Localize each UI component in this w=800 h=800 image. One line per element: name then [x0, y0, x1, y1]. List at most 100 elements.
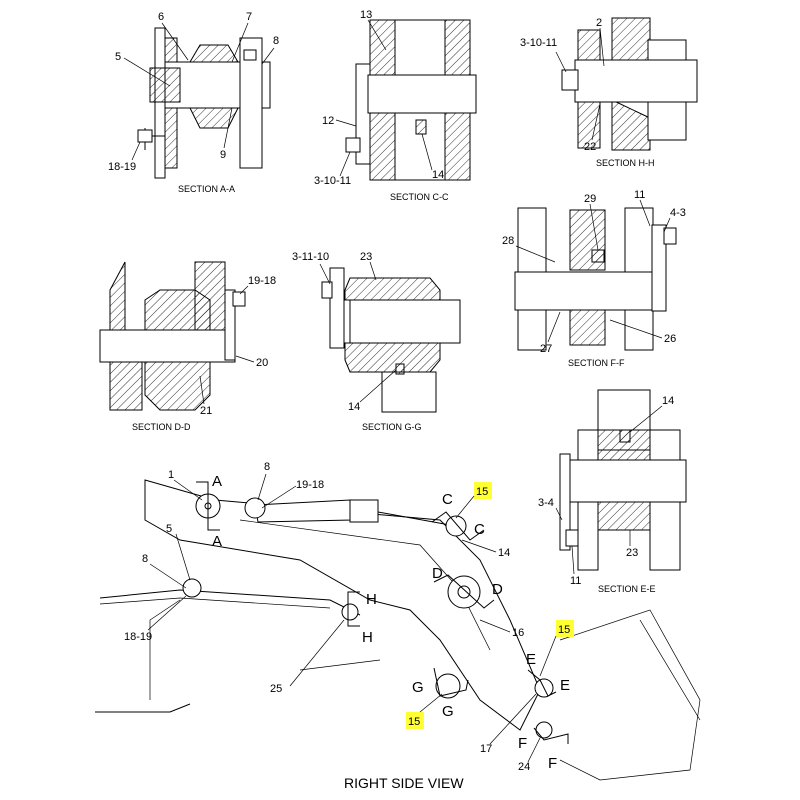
plate	[329, 267, 345, 349]
cylinder-end	[349, 499, 379, 523]
callout: 24	[518, 761, 530, 773]
pin	[99, 329, 236, 363]
callout-highlight: 15	[408, 716, 420, 728]
cut-letter: H	[362, 629, 373, 646]
cut-letter: C	[474, 521, 485, 538]
callout: 3-10-11	[520, 37, 557, 49]
callout: 29	[584, 193, 596, 205]
highlight-badge	[474, 482, 492, 499]
grease-fitting	[395, 363, 405, 375]
bolt	[232, 291, 246, 307]
callout: 18-19	[124, 631, 152, 643]
cut-letter: C	[442, 491, 453, 508]
callout: 7	[246, 11, 252, 23]
callout: 3-11-10	[292, 251, 329, 263]
callout: 9	[220, 149, 226, 161]
pivot-8	[244, 497, 266, 519]
frame-left	[109, 261, 126, 331]
cut-letter: A	[212, 533, 222, 550]
pivot-f	[535, 721, 553, 739]
bucket	[559, 609, 701, 781]
callout: 19-18	[248, 275, 276, 287]
cylinder-rod	[377, 511, 451, 526]
section-c-c: 13 12 3-10-11 14 SECTION C-C	[314, 9, 477, 202]
view-title: RIGHT SIDE VIEW	[344, 775, 464, 791]
callout: 11	[634, 189, 645, 201]
callout: 3-4	[538, 497, 554, 509]
retainer-bolt	[137, 129, 153, 143]
callout: 8	[142, 553, 148, 565]
cut-letter: F	[548, 755, 557, 772]
pivot-d	[447, 575, 481, 609]
cut-letter: F	[518, 735, 527, 752]
callout: 2	[596, 17, 602, 29]
cut-letter: E	[560, 677, 570, 694]
callout: 11	[570, 575, 581, 587]
bolt	[561, 69, 579, 91]
cut-letter: E	[526, 651, 536, 668]
callout: 14	[432, 169, 444, 181]
callout: 6	[158, 11, 164, 23]
frame-right	[194, 261, 226, 333]
bushing-bottom	[189, 107, 239, 129]
pivot-h	[341, 603, 359, 621]
bushing-top	[189, 44, 239, 63]
bushing-bottom	[569, 309, 606, 346]
lift-arm	[99, 589, 361, 616]
pin	[514, 271, 666, 311]
cut-letter: A	[212, 473, 222, 490]
link-bottom	[611, 99, 651, 151]
callout: 21	[200, 405, 212, 417]
pivot-g	[435, 673, 461, 699]
cut-letter: H	[366, 591, 377, 608]
bushing-bottom	[344, 342, 441, 373]
pin	[367, 74, 477, 114]
grease-fitting	[415, 119, 427, 135]
plate	[224, 289, 236, 361]
cut-letter: G	[442, 703, 454, 720]
section-g-g: 3-11-10 23 14 SECTION G-G	[292, 251, 461, 432]
clip	[243, 49, 257, 61]
section-a-a: 6 7 5 8 18-19 9 SECTION A-A	[108, 11, 279, 194]
callout: 25	[270, 683, 282, 695]
section-h-h: 2 3-10-11 22 SECTION H-H	[520, 17, 698, 168]
pin	[567, 459, 687, 503]
callout: 23	[626, 547, 638, 559]
bolt	[565, 529, 579, 547]
callout: 28	[502, 235, 514, 247]
cut-letter: G	[412, 679, 424, 696]
section-caption: SECTION H-H	[596, 158, 655, 168]
pin	[349, 299, 461, 344]
pin	[574, 59, 698, 103]
callout: 26	[664, 333, 676, 345]
right-side-view: A A C C D D H H G G E E F F 1 8 19-18 15…	[95, 461, 701, 791]
lower-frame	[95, 703, 191, 713]
bushing-bottom	[597, 501, 651, 531]
callout: 22	[584, 141, 596, 153]
callout-highlight: 15	[476, 486, 488, 498]
bolt	[321, 281, 333, 299]
grease-fitting	[619, 429, 631, 443]
section-caption: SECTION F-F	[568, 358, 625, 368]
callout: 5	[166, 523, 172, 535]
section-caption: SECTION G-G	[362, 422, 422, 432]
callout: 12	[322, 115, 334, 127]
bolt	[663, 227, 677, 245]
hub-bottom	[144, 361, 211, 411]
callout: 3-10-11	[314, 175, 351, 187]
callout: 17	[480, 743, 492, 755]
bolt-head	[149, 67, 181, 103]
section-caption: SECTION D-D	[132, 422, 191, 432]
callout: 8	[273, 35, 279, 47]
section-caption: SECTION E-E	[598, 584, 656, 594]
callout: 16	[512, 627, 524, 639]
section-caption: SECTION C-C	[390, 192, 449, 202]
grease-fitting	[591, 249, 605, 263]
callout: 14	[662, 395, 674, 407]
bolt	[345, 137, 361, 153]
callout: 1	[168, 469, 174, 481]
callout: 18-19	[108, 161, 136, 173]
bushing-top	[344, 277, 441, 301]
pivot-c	[445, 515, 467, 537]
